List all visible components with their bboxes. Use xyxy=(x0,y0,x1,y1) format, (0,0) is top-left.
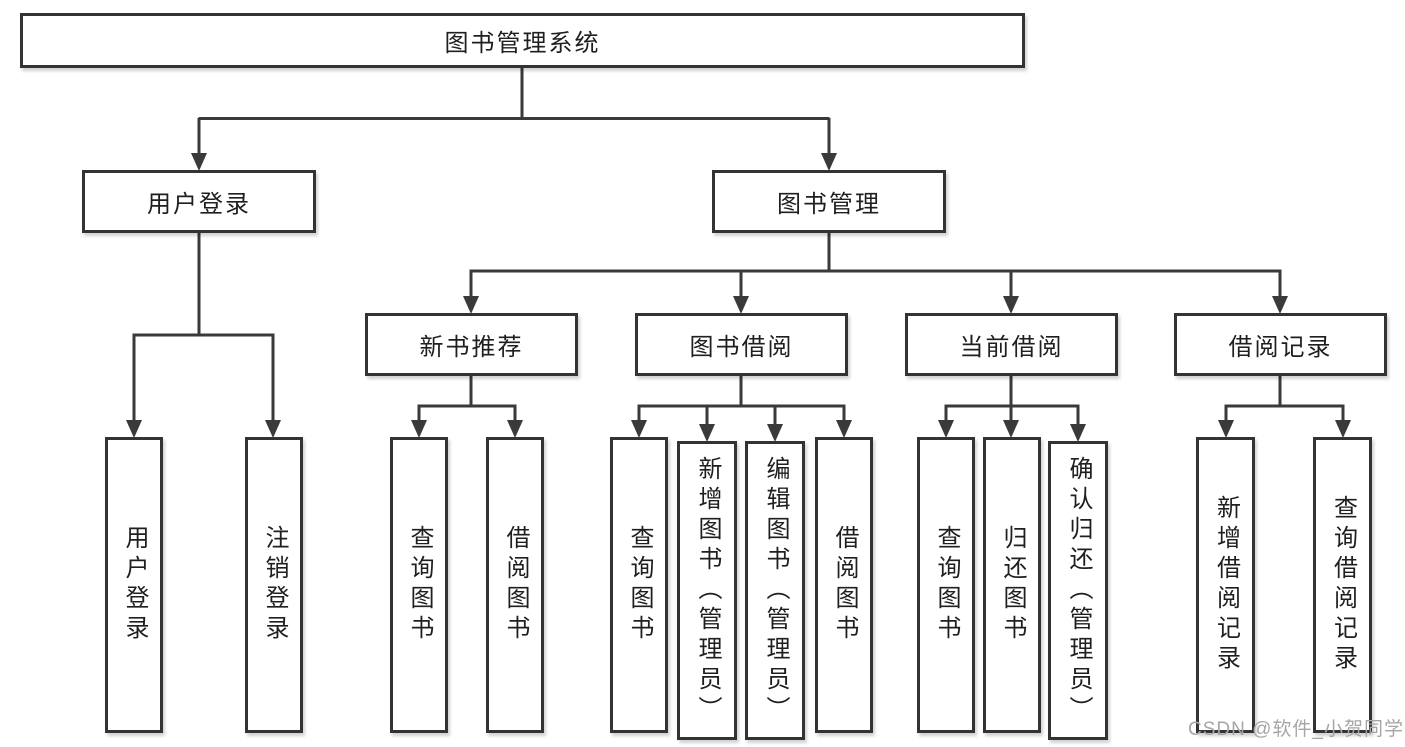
arrowhead-down-icon xyxy=(191,153,207,171)
arrowhead-down-icon xyxy=(463,296,479,314)
node-cb-confirm-return-admin: 确认归还（管理员） xyxy=(1048,441,1108,740)
node-label: 借阅记录 xyxy=(1228,334,1333,361)
node-user-login: 用户登录 xyxy=(82,170,316,233)
node-book-borrowing: 图书借阅 xyxy=(635,313,848,376)
node-label: 注销登录 xyxy=(261,525,288,645)
node-label: 用户登录 xyxy=(121,525,148,645)
node-bb-borrow-books: 借阅图书 xyxy=(815,437,873,733)
node-label: 确认归还（管理员） xyxy=(1065,455,1092,726)
arrowhead-down-icon xyxy=(126,420,142,438)
arrowhead-down-icon xyxy=(1272,296,1288,314)
node-root-system: 图书管理系统 xyxy=(20,13,1025,68)
arrowhead-down-icon xyxy=(411,420,427,438)
node-label: 当前借阅 xyxy=(959,334,1064,361)
node-label: 图书管理 xyxy=(777,191,881,218)
node-bb-edit-books-admin: 编辑图书（管理员） xyxy=(745,441,805,740)
node-cb-return-books: 归还图书 xyxy=(983,437,1041,733)
node-current-borrowing: 当前借阅 xyxy=(905,313,1118,376)
arrowhead-down-icon xyxy=(733,296,749,314)
node-logout-action: 注销登录 xyxy=(245,437,303,733)
node-user-login-action: 用户登录 xyxy=(105,437,163,733)
arrowhead-down-icon xyxy=(938,420,954,438)
arrowhead-down-icon xyxy=(1003,420,1019,438)
csdn-watermark: CSDN @软件_小贺同学 xyxy=(1188,719,1404,740)
node-nbr-borrow-books: 借阅图书 xyxy=(486,437,544,733)
arrowhead-down-icon xyxy=(821,153,837,171)
node-label: 归还图书 xyxy=(999,525,1026,645)
node-label: 查询图书 xyxy=(933,525,960,645)
connector-lines xyxy=(132,68,1345,425)
arrowhead-down-icon xyxy=(699,424,715,442)
node-book-management: 图书管理 xyxy=(712,170,946,233)
node-bb-add-books-admin: 新增图书（管理员） xyxy=(677,441,737,740)
arrowhead-down-icon xyxy=(1070,424,1086,442)
arrowhead-down-icon xyxy=(1335,420,1351,438)
node-label: 新增图书（管理员） xyxy=(694,455,721,726)
arrowhead-down-icon xyxy=(507,420,523,438)
node-label: 查询图书 xyxy=(406,525,433,645)
node-label: 编辑图书（管理员） xyxy=(762,455,789,726)
node-cb-query-books: 查询图书 xyxy=(917,437,975,733)
node-label: 新增借阅记录 xyxy=(1212,495,1240,675)
node-label: 查询图书 xyxy=(626,525,653,645)
arrowhead-down-icon xyxy=(767,424,783,442)
node-label: 新书推荐 xyxy=(419,334,524,361)
node-label: 图书借阅 xyxy=(689,334,794,361)
arrowhead-down-icon xyxy=(1218,420,1234,438)
node-label: 用户登录 xyxy=(147,191,251,218)
node-br-query-record: 查询借阅记录 xyxy=(1313,437,1372,733)
arrowhead-down-icon xyxy=(836,420,852,438)
node-label: 查询借阅记录 xyxy=(1329,495,1357,675)
arrowhead-down-icon xyxy=(631,420,647,438)
node-br-add-record: 新增借阅记录 xyxy=(1196,437,1255,733)
node-label: 图书管理系统 xyxy=(444,30,601,57)
arrowhead-down-icon xyxy=(1003,296,1019,314)
node-label: 借阅图书 xyxy=(502,525,529,645)
node-new-book-recommend: 新书推荐 xyxy=(365,313,578,376)
node-label: 借阅图书 xyxy=(831,525,858,645)
arrowhead-down-icon xyxy=(265,420,281,438)
node-borrowing-records: 借阅记录 xyxy=(1174,313,1387,376)
node-nbr-query-books: 查询图书 xyxy=(390,437,448,733)
node-bb-query-books: 查询图书 xyxy=(610,437,668,733)
